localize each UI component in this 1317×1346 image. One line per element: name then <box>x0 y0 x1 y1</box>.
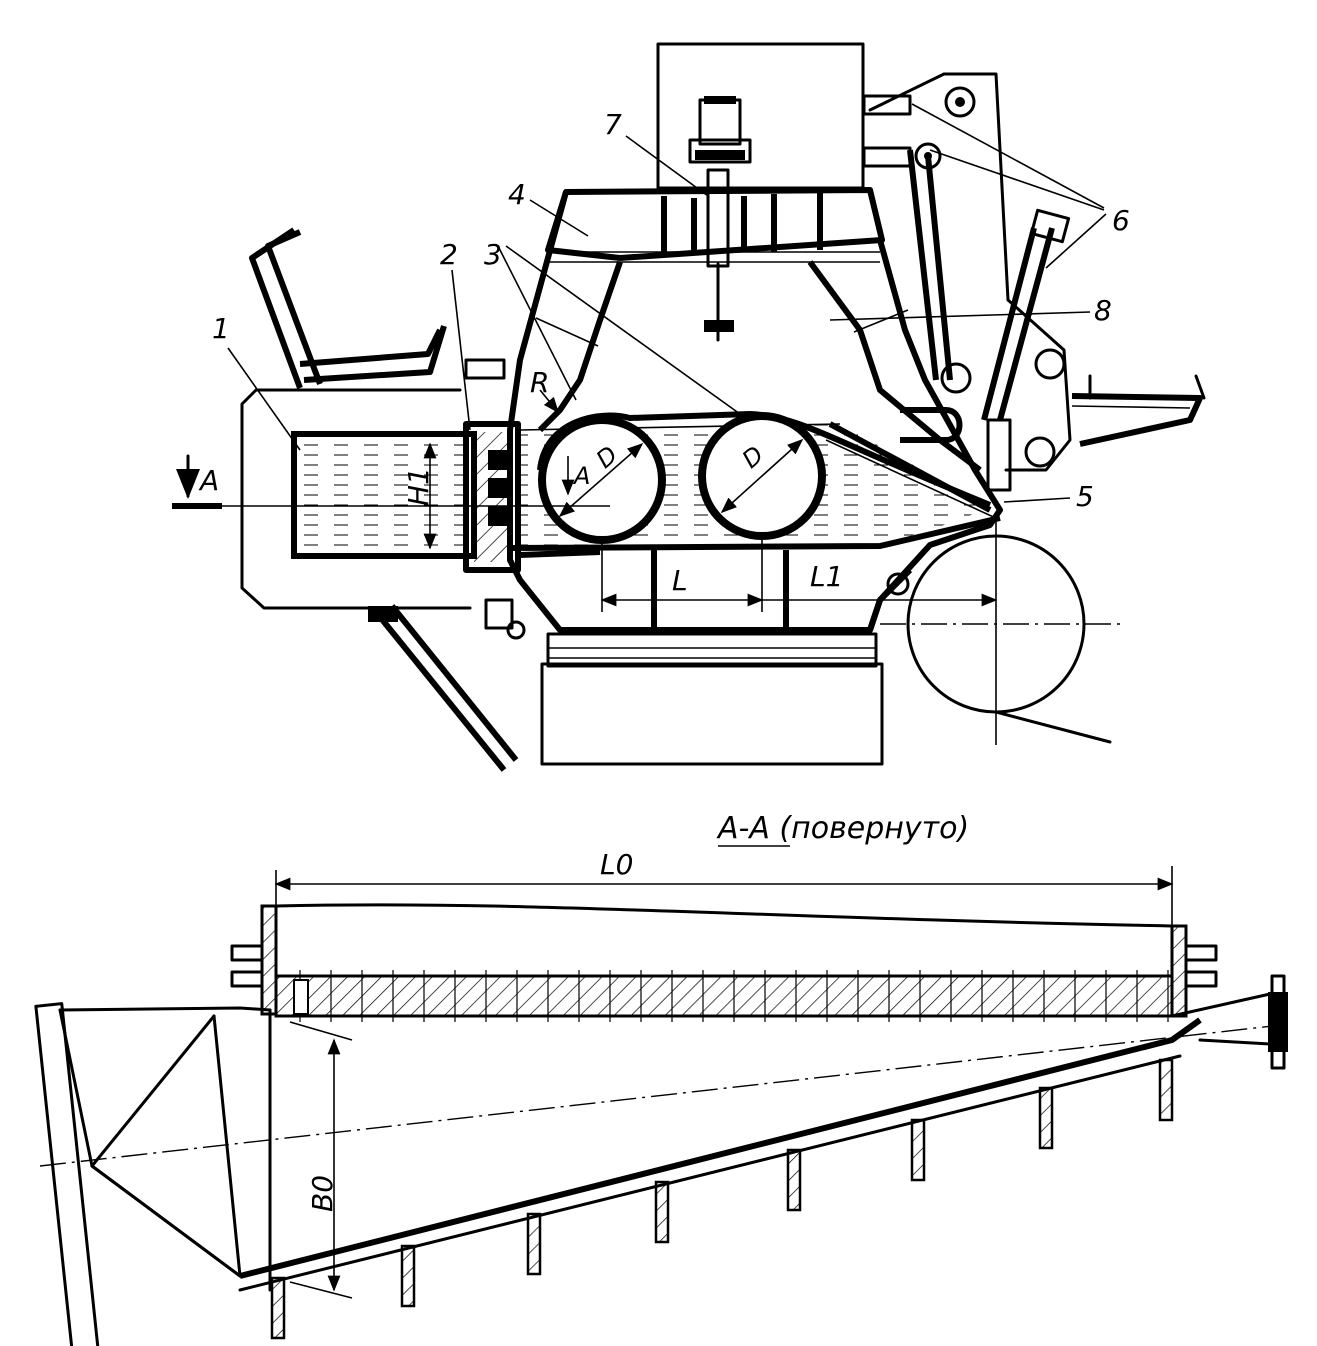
support-leg <box>270 1276 286 1340</box>
support-leg <box>910 1118 926 1182</box>
base-support <box>540 662 884 766</box>
sloping-bottom <box>239 1017 1202 1279</box>
label-6: 6 <box>1112 204 1130 237</box>
right-frame <box>942 72 1072 472</box>
label-1: 1 <box>212 312 230 345</box>
tank-inner-1 <box>291 431 477 559</box>
label-2: 2 <box>440 238 458 271</box>
label-H1: H1 <box>402 467 435 506</box>
label-4: 4 <box>508 178 526 211</box>
support-leg <box>654 1180 670 1244</box>
section-view-a-a <box>34 866 1291 1346</box>
hydraulic-rod <box>373 610 507 772</box>
label-3: 3 <box>484 238 502 271</box>
support-leg <box>1038 1086 1054 1150</box>
label-5: 5 <box>1076 480 1094 513</box>
support-leg <box>1158 1058 1174 1122</box>
roller-ticks <box>299 970 1169 1022</box>
motor-housing <box>656 42 865 190</box>
label-L1: L1 <box>810 560 843 593</box>
support-leg <box>786 1148 802 1212</box>
label-L: L <box>672 564 688 597</box>
motor <box>688 96 752 164</box>
section-title: A-A (повернуто) <box>716 811 969 846</box>
label-B0: B0 <box>306 1175 339 1212</box>
support-leg <box>400 1244 416 1308</box>
machine-side-section <box>172 42 1206 772</box>
support-leg <box>526 1212 542 1276</box>
label-A-small: A <box>572 462 590 490</box>
upper-chamber-4 <box>545 187 885 261</box>
label-R: R <box>530 366 549 399</box>
label-7: 7 <box>604 108 622 141</box>
label-A-arrow: A <box>198 464 219 497</box>
support-legs <box>270 1058 1174 1340</box>
label-8: 8 <box>1094 294 1112 327</box>
label-L0: L0 <box>600 848 633 881</box>
roller-cross-section <box>274 974 1174 1018</box>
tank-1 <box>240 388 472 610</box>
